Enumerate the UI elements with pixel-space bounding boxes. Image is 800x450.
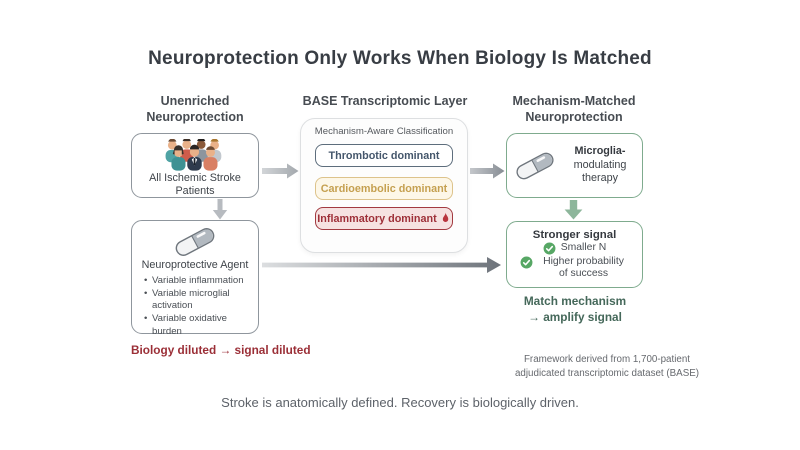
bullet-item: Variable microglial activation (144, 288, 254, 313)
arrow-patients-to-base (262, 163, 299, 179)
arrow-patients-to-agent (212, 199, 228, 220)
outcome-box: Stronger signal Smaller N Higher probabi… (506, 221, 643, 288)
pill-icon (171, 225, 219, 259)
column-header-unenriched: Unenriched Neuroprotection (125, 93, 265, 126)
page-title: Neuroprotection Only Works When Biology … (148, 48, 652, 69)
therapy-label-bold: Microglia- (574, 145, 626, 158)
caption-line: → amplify signal (528, 309, 622, 324)
footnote-line: adjudicated transcriptomic dataset (BASE… (514, 368, 700, 380)
mechanism-classification-panel: Mechanism-Aware Classification Thromboti… (300, 118, 468, 253)
column-header-base-layer: BASE Transcriptomic Layer (285, 93, 485, 109)
framework-footnote: Framework derived from 1,700-patient adj… (487, 353, 727, 381)
header-line: BASE Transcriptomic Layer (302, 94, 468, 108)
pill-icon (512, 150, 558, 182)
arrow-agent-to-outcome (262, 257, 501, 273)
arrow-base-to-therapy (470, 163, 505, 179)
class-inflammatory: Inflammatory dominant (315, 207, 453, 230)
bottom-tagline: Stroke is anatomically defined. Recovery… (221, 395, 579, 410)
flame-icon (440, 212, 451, 225)
class-label: Inflammatory dominant (317, 212, 437, 225)
column-header-mechanism-matched: Mechanism-Matched Neuroprotection (498, 93, 650, 126)
therapy-box: Microglia- modulating therapy (506, 133, 643, 198)
person-icon (187, 144, 202, 171)
outcome-item: Higher probability of success (543, 256, 624, 280)
class-thrombotic: Thrombotic dominant (315, 144, 453, 167)
outcome-title: Stronger signal (532, 229, 617, 241)
bullet-item: Variable inflammation (144, 275, 254, 288)
biology-diluted-caption: Biology diluted → signal diluted (131, 343, 311, 357)
header-line: Unenriched (160, 94, 230, 108)
check-icon (520, 256, 533, 269)
match-mechanism-caption: Match mechanism → amplify signal (496, 294, 654, 326)
agent-label: Neuroprotective Agent (141, 259, 249, 271)
arrow-therapy-to-outcome (564, 200, 583, 220)
header-line: Mechanism-Matched (512, 94, 636, 108)
outcome-item: Smaller N (560, 242, 607, 253)
patients-group-icon (159, 139, 231, 171)
class-label: Thrombotic dominant (328, 149, 440, 162)
outcome-row: Higher probability of success (507, 256, 642, 281)
caption-line: Match mechanism (523, 294, 627, 308)
therapy-label: Microglia- modulating therapy (563, 145, 637, 185)
person-icon (171, 145, 186, 171)
all-patients-label: All Ischemic Stroke Patients (149, 172, 241, 197)
bullet-item: Variable oxidative burden (144, 313, 254, 338)
neuroprotective-agent-box: Neuroprotective Agent Variable inflammat… (131, 220, 259, 337)
all-patients-box: All Ischemic Stroke Patients (131, 133, 259, 198)
class-label: Cardioembolic dominant (320, 182, 448, 195)
footnote-line: Framework derived from 1,700-patient (523, 354, 691, 365)
person-icon (203, 146, 218, 171)
check-icon (543, 242, 556, 255)
therapy-label-rest: modulating therapy (573, 158, 627, 185)
header-line: Neuroprotection (525, 110, 623, 125)
agent-bullet-list: Variable inflammation Variable microglia… (132, 275, 254, 338)
outcome-row: Smaller N (507, 242, 642, 255)
header-line: Neuroprotection (146, 110, 244, 125)
panel-title: Mechanism-Aware Classification (314, 126, 454, 137)
class-cardioembolic: Cardioembolic dominant (315, 177, 453, 200)
